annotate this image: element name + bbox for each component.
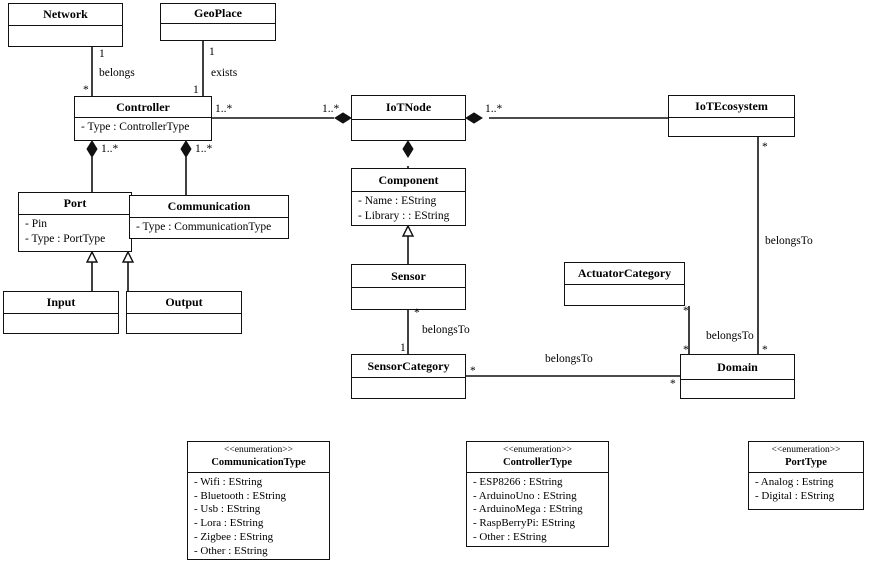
class-sensorcategory: SensorCategory: [351, 354, 466, 399]
class-communication-attr: - Type : CommunicationType: [136, 221, 272, 233]
class-port-attr-pin: - Pin: [25, 218, 48, 230]
class-port-attr-type: - Type : PortType: [25, 233, 106, 245]
class-iotecosystem-name: IoTEcosystem: [669, 96, 794, 118]
enum-controllertype-stereotype: <<enumeration>>: [503, 445, 572, 455]
mult-controller-network: *: [83, 84, 89, 96]
enum-literal: - Lora : EString: [194, 517, 264, 530]
class-communication-name: Communication: [130, 196, 288, 218]
class-domain: Domain: [680, 354, 795, 399]
mult-iotnode-left: 1..*: [322, 103, 340, 115]
enum-literal: - ArduinoMega : EString: [473, 503, 583, 516]
enum-literal: - Usb : EString: [194, 503, 261, 516]
class-geoplace-name: GeoPlace: [161, 4, 275, 24]
mult-controller-geoplace: 1: [193, 84, 199, 96]
class-controller-name: Controller: [75, 97, 211, 118]
enum-literal: - Zigbee : EString: [194, 530, 274, 543]
enum-literal: - Bluetooth : EString: [194, 489, 286, 502]
controller-communication-diamond: [180, 140, 192, 158]
enum-literal: - ArduinoUno : EString: [473, 489, 577, 502]
mult-ecosystem: *: [762, 141, 768, 153]
mult-domain-actuator: *: [683, 344, 689, 356]
mult-communication: 1..*: [195, 143, 213, 155]
controller-port-diamond: [86, 140, 98, 158]
class-iotnode: IoTNode: [351, 95, 466, 141]
enum-literal: - Other : EString: [194, 544, 268, 557]
mult-sensorcategory-domain: *: [470, 365, 476, 377]
class-sensorcategory-name: SensorCategory: [352, 355, 465, 378]
iotnode-component-diamond: [402, 140, 414, 158]
iotnode-controller-diamond: [334, 112, 352, 124]
class-network: Network: [8, 3, 123, 47]
class-output-name: Output: [127, 292, 241, 314]
enum-porttype-stereotype: <<enumeration>>: [771, 445, 841, 455]
enum-communicationtype-name: CommunicationType: [188, 455, 329, 473]
class-input-name: Input: [4, 292, 118, 314]
enum-literal: - Other : EString: [473, 530, 547, 543]
class-actuatorcategory-name: ActuatorCategory: [565, 263, 684, 285]
label-belongsto-ecosystem: belongsTo: [765, 235, 813, 247]
port-generalization-triangle-output: [121, 250, 135, 263]
enum-communicationtype-stereotype: <<enumeration>>: [224, 445, 293, 455]
class-component-attr-name: - Name : EString: [358, 195, 437, 207]
class-domain-name: Domain: [681, 355, 794, 380]
iotnode-ecosystem-diamond: [465, 112, 483, 124]
label-exists: exists: [211, 67, 238, 79]
mult-sensor: *: [414, 307, 420, 319]
class-controller: Controller - Type : ControllerType: [74, 96, 212, 141]
class-output: Output: [126, 291, 242, 334]
label-belongsto-sensor: belongsTo: [422, 324, 470, 336]
enum-literal: - Wifi : EString: [194, 476, 263, 488]
component-generalization-triangle: [401, 224, 415, 237]
class-actuatorcategory: ActuatorCategory: [564, 262, 685, 306]
enum-literal: - RaspBerryPi: EString: [473, 517, 576, 530]
class-geoplace: GeoPlace: [160, 3, 276, 41]
class-sensor-name: Sensor: [352, 265, 465, 288]
mult-domain-left: *: [670, 378, 676, 390]
enum-controllertype-name: ControllerType: [467, 455, 608, 473]
class-iotecosystem: IoTEcosystem: [668, 95, 795, 137]
label-belongsto-actuator: belongsTo: [706, 330, 754, 342]
class-controller-attr: - Type : ControllerType: [81, 121, 190, 133]
mult-port: 1..*: [101, 143, 119, 155]
enum-communicationtype: <<enumeration>> CommunicationType - Wifi…: [187, 441, 330, 560]
mult-actuator: *: [683, 305, 689, 317]
class-port-name: Port: [19, 193, 131, 215]
mult-sensorcategory: 1: [400, 342, 406, 354]
enum-controllertype: <<enumeration>> ControllerType - ESP8266…: [466, 441, 609, 547]
class-component: Component - Name : EString - Library : :…: [351, 168, 466, 226]
mult-controller-iotnode: 1..*: [215, 103, 233, 115]
enum-porttype-name: PortType: [749, 455, 863, 473]
label-belongsto-domain: belongsTo: [545, 353, 593, 365]
enum-porttype: <<enumeration>> PortType - Analog : Estr…: [748, 441, 864, 510]
mult-network: 1: [99, 48, 105, 60]
class-port: Port - Pin - Type : PortType: [18, 192, 132, 252]
enum-literal: - ESP8266 : EString: [473, 476, 563, 488]
mult-geoplace: 1: [209, 46, 215, 58]
class-iotnode-name: IoTNode: [352, 96, 465, 120]
class-network-name: Network: [9, 4, 122, 26]
class-component-attr-library: - Library : : EString: [358, 210, 450, 222]
class-input: Input: [3, 291, 119, 334]
enum-literal: - Digital : EString: [755, 489, 835, 502]
label-belongs: belongs: [99, 67, 135, 79]
class-sensor: Sensor: [351, 264, 466, 310]
class-component-name: Component: [352, 169, 465, 192]
mult-domain-ecosystem: *: [762, 344, 768, 356]
enum-literal: - Analog : Estring: [755, 476, 834, 488]
port-generalization-triangle-input: [85, 250, 99, 263]
class-communication: Communication - Type : CommunicationType: [129, 195, 289, 239]
mult-iotnode-right: 1..*: [485, 103, 503, 115]
